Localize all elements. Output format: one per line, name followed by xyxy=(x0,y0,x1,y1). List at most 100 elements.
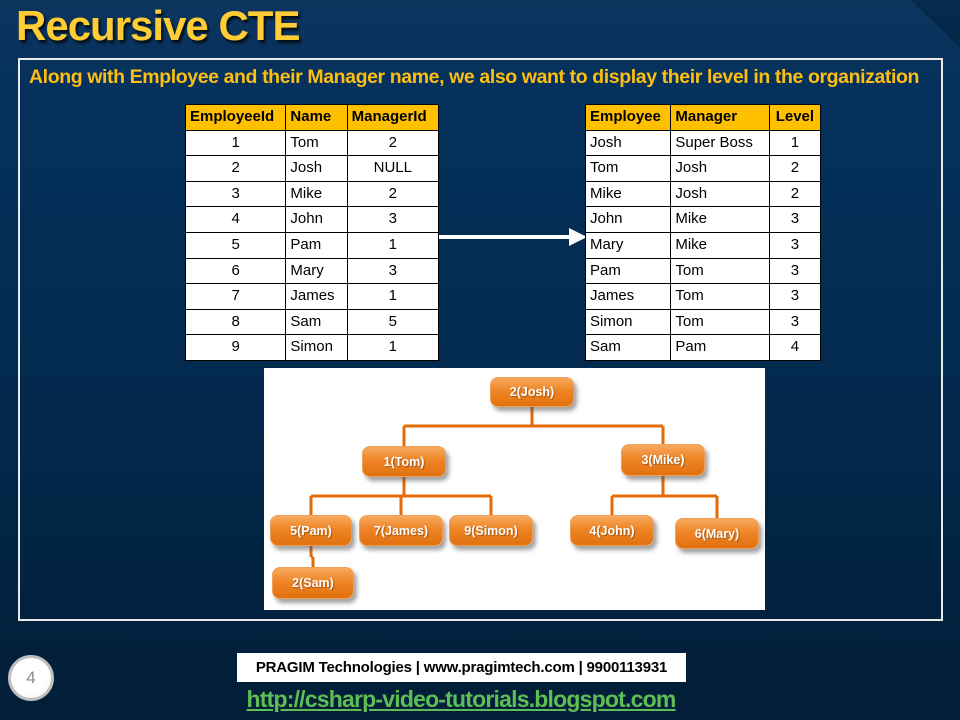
org-node-josh: 2(Josh) xyxy=(490,377,574,407)
table-cell: 3 xyxy=(184,180,287,208)
table-cell: Tom xyxy=(584,155,672,182)
table-cell: John xyxy=(584,206,672,233)
slide-title: Recursive CTE xyxy=(16,2,300,49)
header-cell: Employee xyxy=(584,104,672,131)
transform-arrow-icon xyxy=(439,228,587,246)
table-cell: Tom xyxy=(670,308,770,336)
table-cell: 7 xyxy=(184,283,287,310)
header-cell: Manager xyxy=(670,104,770,131)
slide-subtitle: Along with Employee and their Manager na… xyxy=(29,66,920,88)
table-cell: Pam xyxy=(285,231,348,259)
table-cell: NULL xyxy=(346,155,440,182)
table-cell: 5 xyxy=(184,231,287,259)
org-node-mary: 6(Mary) xyxy=(675,518,759,549)
corner-accent xyxy=(911,0,960,48)
table-cell: Mary xyxy=(285,257,348,285)
table-cell: James xyxy=(584,283,672,310)
table-cell: 3 xyxy=(346,206,440,233)
org-node-simon: 9(Simon) xyxy=(449,515,533,546)
table-cell: Mike xyxy=(584,180,672,208)
table-cell: Sam xyxy=(584,334,672,361)
table-cell: 3 xyxy=(768,257,822,285)
table-cell: Tom xyxy=(670,283,770,310)
table-cell: 2 xyxy=(346,180,440,208)
org-chart-panel: 2(Josh) 1(Tom) 3(Mike) 5(Pam)7(James)9(Simo… xyxy=(264,368,765,610)
table-cell: Mike xyxy=(670,206,770,233)
table-cell: Mary xyxy=(584,231,672,259)
table-cell: 3 xyxy=(768,283,822,310)
table-cell: Mike xyxy=(285,180,348,208)
header-cell: Level xyxy=(768,104,822,131)
table-cell: 3 xyxy=(768,231,822,259)
page-number-badge: 4 xyxy=(8,655,54,701)
org-connectors xyxy=(309,407,719,567)
table-cell: Super Boss xyxy=(670,129,770,157)
header-cell: Name xyxy=(285,104,348,131)
table-cell: Simon xyxy=(285,334,348,361)
table-cell: John xyxy=(285,206,348,233)
header-cell: EmployeeId xyxy=(184,104,287,131)
table-cell: 2 xyxy=(768,155,822,182)
table-cell: Sam xyxy=(285,308,348,336)
table-cell: 6 xyxy=(184,257,287,285)
page-number: 4 xyxy=(26,668,36,687)
table-cell: 2 xyxy=(768,180,822,208)
table-cell: 4 xyxy=(768,334,822,361)
table-cell: Simon xyxy=(584,308,672,336)
table-cell: 1 xyxy=(184,129,287,157)
footer-link[interactable]: http://csharp-video-tutorials.blogspot.c… xyxy=(246,686,677,712)
arrow-shaft xyxy=(439,235,569,239)
table-cell: 5 xyxy=(346,308,440,336)
table-cell: Pam xyxy=(584,257,672,285)
table-cell: 2 xyxy=(346,129,440,157)
org-node-john: 4(John) xyxy=(570,515,654,546)
table-cell: Tom xyxy=(285,129,348,157)
table-cell: 8 xyxy=(184,308,287,336)
table-cell: 3 xyxy=(346,257,440,285)
table-cell: 3 xyxy=(768,308,822,336)
arrow-head xyxy=(569,228,587,246)
org-node-pam: 5(Pam) xyxy=(270,515,352,546)
table-cell: Josh xyxy=(670,155,770,182)
table-cell: Tom xyxy=(670,257,770,285)
org-node-tom: 1(Tom) xyxy=(362,446,446,477)
table-cell: 1 xyxy=(346,231,440,259)
table-cell: Pam xyxy=(670,334,770,361)
header-cell: ManagerId xyxy=(346,104,440,131)
table-cell: James xyxy=(285,283,348,310)
table-cell: Josh xyxy=(285,155,348,182)
footer-info-bar: PRAGIM Technologies | www.pragimtech.com… xyxy=(237,653,686,682)
table-cell: Josh xyxy=(584,129,672,157)
table-cell: Mike xyxy=(670,231,770,259)
table-cell: 1 xyxy=(346,283,440,310)
org-node-mike: 3(Mike) xyxy=(621,444,705,476)
org-node-james: 7(James) xyxy=(359,515,443,546)
table-cell: 9 xyxy=(184,334,287,361)
org-node-sam: 2(Sam) xyxy=(272,567,354,599)
table-cell: 4 xyxy=(184,206,287,233)
table-cell: 2 xyxy=(184,155,287,182)
table-cell: 3 xyxy=(768,206,822,233)
content-box: Along with Employee and their Manager na… xyxy=(18,58,943,621)
table-cell: Josh xyxy=(670,180,770,208)
